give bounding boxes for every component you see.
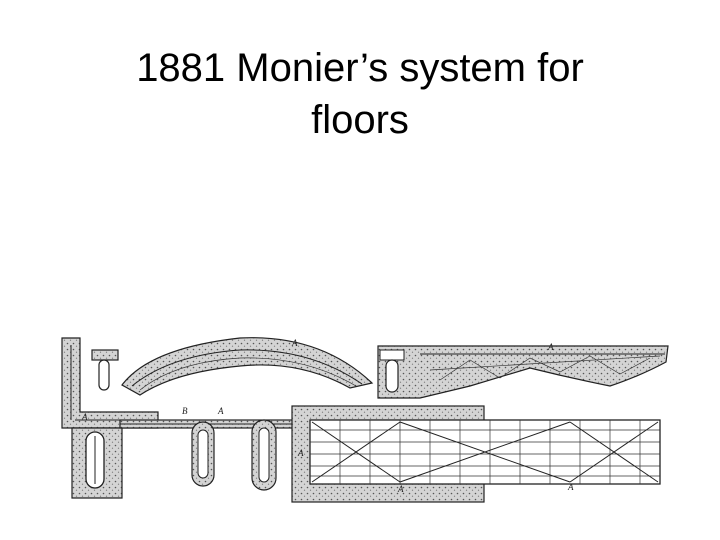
slide-title: 1881 Monier’s system for floors: [40, 42, 680, 146]
oval-section-2: [251, 419, 277, 491]
label-a-plan-bottom: A: [397, 484, 404, 494]
label-a-floor: A: [217, 406, 224, 416]
slide-title-line-2: floors: [311, 98, 409, 142]
arched-beam-section: [121, 337, 374, 396]
drawing-labels: A A A A A B A A: [81, 338, 574, 494]
oval-section-1: [191, 421, 215, 487]
floor-plan-view: [291, 405, 661, 503]
label-b-floor: B: [182, 406, 188, 416]
label-a-wall: A: [81, 412, 88, 422]
label-a-plan-right: A: [567, 482, 574, 492]
tapered-beam-section: [377, 345, 669, 399]
label-a-arch: A: [291, 338, 298, 348]
label-a-plan: A: [297, 448, 304, 458]
label-a-beam: A: [547, 342, 554, 352]
pier-detail-top: [91, 349, 119, 391]
footing-section: [71, 427, 123, 499]
slide-title-line-1: 1881 Monier’s system for: [136, 46, 584, 90]
